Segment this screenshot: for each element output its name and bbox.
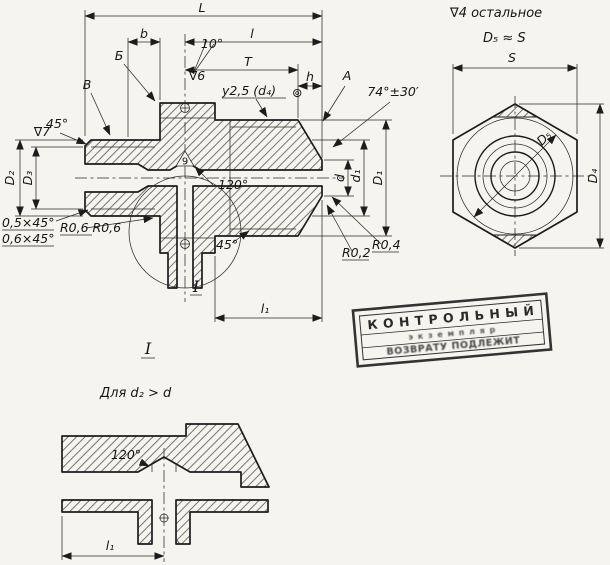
body-section-bottom-right [192,185,323,289]
corner-chamfer-bottom [492,234,538,249]
end-view: S D₄ D₅ [440,50,604,256]
dim-label-l1: l₁ [261,301,269,316]
detail-view: I Для d₂ > d 120° l₁ [61,339,270,562]
leader-angle-45-left [59,132,87,145]
main-view: 9 L b l T h Б В 10° ∇6 у2,5 (d₄ [2,0,419,322]
chamfer-06-label: 0,6×45° [2,231,55,246]
surface-finish-rest-note: ∇4 остальное [449,6,542,21]
dim-label-l: l [250,26,254,41]
surface-label-B: Б [115,48,124,63]
detail-dim-label-l1: l₁ [106,538,114,553]
radius-04-label: R0,4 [372,237,401,252]
dim-label-L: L [199,0,206,15]
corner-chamfer-top [492,103,538,118]
stamp-row-separators [361,318,544,349]
detail-hole-exit-chamfers [147,538,181,545]
detail-title: I [144,339,152,358]
control-stamp: К О Н Т Р О Л Ь Н Ы Й э к з е м п л я р … [351,292,553,368]
dim-label-h: h [306,69,314,84]
stamp-inner-border [358,299,546,361]
leader-angle-74 [332,101,391,148]
dim-label-S: S [508,50,516,65]
detail-center-punch-mark [159,513,169,523]
dim-label-D2: D₂ [2,171,17,186]
dim-label-T: T [244,54,253,69]
thread-callout-label: у2,5 (d₄) [221,83,276,98]
body-section-bottom-left [84,185,178,289]
chamfer-05-label: 0,5×45° [2,215,55,230]
dimension-line-D5 [473,134,557,218]
surface-label-V: В [83,77,92,92]
leader-radius-04 [331,196,382,245]
detail-section-bottom-left [61,499,153,545]
leader-surface-B [123,63,156,102]
dim-label-D4: D₄ [585,169,600,184]
angle-74-label: 74°±30′ [367,84,419,99]
dim-label-d: d [332,174,347,182]
radius-02-label: R0,2 [342,245,371,260]
finish-7-symbol: ∇7 [33,124,50,139]
angle-10-label: 10° [201,36,223,51]
leader-angle-120 [194,166,214,186]
detail-angle-120-label: 120° [111,447,141,462]
leader-chamfer-notes [55,209,89,222]
stamp-outer-border [351,292,553,368]
hex-chamfer-lines [160,117,215,239]
dim-label-D1: D₁ [370,171,385,186]
angle-120-label: 120° [218,177,248,192]
thread-lines [91,121,296,235]
radius-note-label: R0,6 R0,6 [60,220,121,235]
center-punch-mark-top [180,103,190,113]
leader-angle-45-right [231,230,250,244]
general-notes: ∇4 остальное D₅ ≈ S [449,6,542,46]
detail-leader-angle-120 [138,458,150,467]
center-punch-mark-bottom [180,239,190,249]
dim-label-d1: d₁ [348,170,363,183]
leader-surface-A [322,85,346,122]
leader-surface-V [90,92,111,136]
detail-condition: Для d₂ > d [99,386,172,401]
surface-label-A: А [342,68,352,83]
body-section-top [84,102,323,171]
detail-reference-label: I [192,277,200,296]
detail-section-top [61,423,270,488]
finish-6-symbol: ∇6 [188,68,205,83]
detail-hole-wall-stubs [151,464,177,472]
quality-mark-triangle: 9 [175,150,195,168]
leader-thread-callout [255,98,268,118]
dim-label-D3: D₃ [20,171,35,186]
angle-45-left-label: 45° [46,116,68,131]
quality-mark-digit: 9 [182,157,188,168]
angle-45-right-label: 45° [216,237,238,252]
concentricity-symbol: ⊚ [292,85,302,100]
detail-section-bottom-right [175,499,269,545]
leader-radius-02 [326,204,353,252]
leader-radius-note [85,215,154,229]
d5-approx-s-note: D₅ ≈ S [483,31,526,46]
dim-label-b: b [140,26,148,41]
chamfer-circle [456,117,574,235]
extension-lines-end-view [452,64,604,249]
